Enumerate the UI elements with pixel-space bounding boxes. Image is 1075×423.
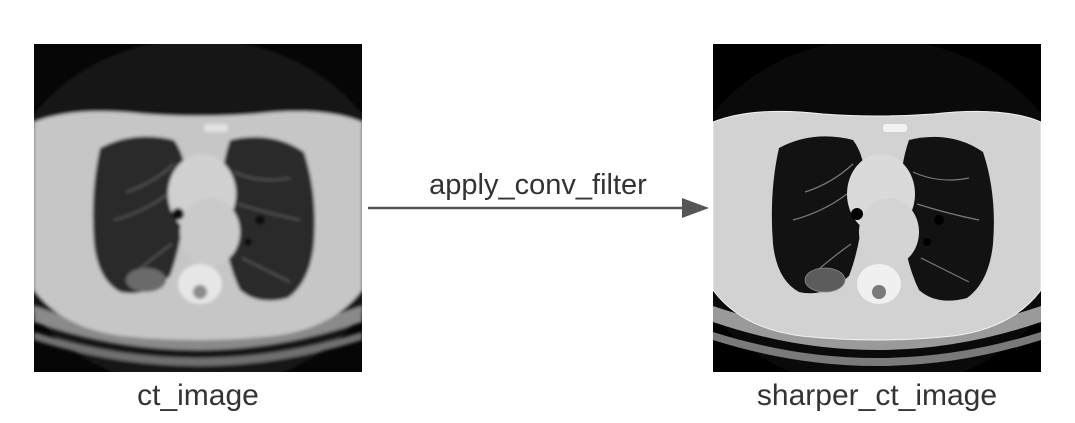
ct-scan-sharpened — [713, 44, 1041, 372]
ct-image-input — [34, 44, 362, 372]
process-arrow — [368, 198, 709, 218]
sharper-ct-image-label: sharper_ct_image — [756, 379, 998, 412]
ct-image-label: ct_image — [137, 379, 259, 412]
sharper-ct-image-output — [713, 44, 1041, 372]
ct-scan-original — [34, 44, 362, 372]
arrow-head-icon — [682, 198, 709, 218]
apply-conv-filter-label: apply_conv_filter — [429, 169, 647, 201]
